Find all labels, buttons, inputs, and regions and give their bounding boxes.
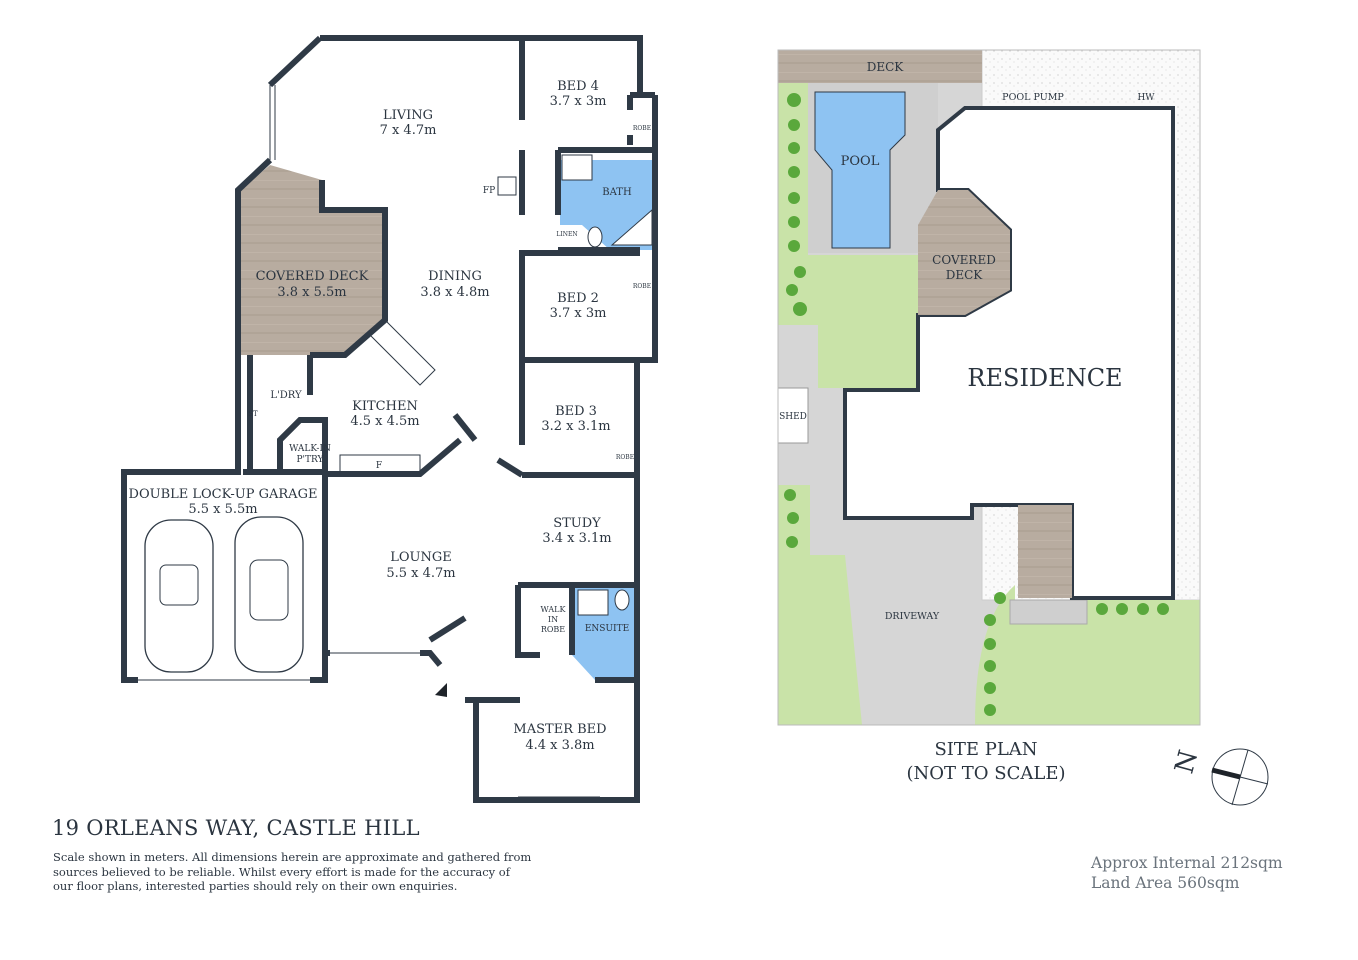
fireplace xyxy=(497,176,517,196)
room-size: 3.8 x 4.8m xyxy=(420,285,489,300)
room-size: 3.4 x 3.1m xyxy=(542,531,611,546)
room-size: 5.5 x 5.5m xyxy=(188,502,257,517)
land-area: Land Area 560sqm xyxy=(1091,874,1240,892)
room-label: DOUBLE LOCK-UP GARAGE xyxy=(129,487,318,502)
lawn xyxy=(778,555,862,725)
room-size: 7 x 4.7m xyxy=(380,123,437,138)
room-label: LIVING xyxy=(383,108,433,123)
room-label: BED 4 xyxy=(557,79,599,94)
shower-icon xyxy=(577,589,609,616)
fireplace-label: FP xyxy=(483,186,495,196)
shrubs xyxy=(784,93,1169,716)
room-label: BED 3 xyxy=(555,404,597,419)
room-label: COVERED DECK xyxy=(256,269,369,284)
pool-pump-label: POOL PUMP xyxy=(1002,92,1064,103)
room-size: 3.7 x 3m xyxy=(550,94,607,109)
room-label: STUDY xyxy=(553,516,601,531)
room-label: P'TRY xyxy=(297,455,325,465)
room-label: WALK xyxy=(541,605,567,614)
lawn xyxy=(1005,600,1200,725)
covered-deck-label: COVERED xyxy=(932,253,996,267)
room-label: DINING xyxy=(428,269,482,284)
north-label: N xyxy=(1170,747,1205,777)
room-size: 4.4 x 3.8m xyxy=(525,738,594,753)
area-summary: Approx Internal 212sqm Land Area 560sqm xyxy=(1091,853,1283,893)
covered-deck-label: DECK xyxy=(946,268,984,282)
shed-label: SHED xyxy=(779,412,807,422)
front-deck xyxy=(1018,505,1072,598)
lawn xyxy=(818,255,918,388)
bathtub xyxy=(610,208,653,246)
disclaimer-text: Scale shown in meters. All dimensions he… xyxy=(53,850,532,894)
internal-area: Approx Internal 212sqm xyxy=(1091,854,1283,872)
shed xyxy=(777,387,809,444)
site-covered-deck xyxy=(918,190,1010,315)
entry-arrow-icon xyxy=(435,683,447,697)
room-label: BATH xyxy=(602,187,632,198)
hot-water-label: HW xyxy=(1137,93,1155,103)
car-icon xyxy=(144,519,214,673)
robe-label: ROBE xyxy=(633,125,651,132)
linen-label: LINEN xyxy=(556,231,577,238)
site-plan-title: SITE PLAN xyxy=(934,739,1037,760)
robe-label: ROBE xyxy=(616,454,634,461)
room-size: 3.8 x 5.5m xyxy=(277,285,346,300)
covered-deck-floor xyxy=(238,165,385,355)
site-plan-subtitle: (NOT TO SCALE) xyxy=(907,763,1066,784)
room-label: ENSUITE xyxy=(585,624,629,634)
pool xyxy=(814,91,906,249)
room-label: WALK-IN xyxy=(289,444,331,454)
storage-label: ST xyxy=(248,410,258,418)
room-label: ROBE xyxy=(541,625,565,634)
toilet-icon xyxy=(614,589,630,611)
toilet-icon xyxy=(587,226,603,248)
room-label: LOUNGE xyxy=(390,550,452,565)
kitchen-bench xyxy=(339,454,421,476)
room-size: 4.5 x 4.5m xyxy=(350,414,419,429)
room-label: IN xyxy=(548,615,558,624)
fridge-label: F xyxy=(376,461,382,471)
kitchen-island xyxy=(369,319,436,386)
car-icon xyxy=(234,516,304,673)
shower-icon xyxy=(561,154,593,181)
pool-label: POOL xyxy=(841,154,880,169)
room-size: 5.5 x 4.7m xyxy=(386,566,455,581)
site-plan: DECK POOL PUMP HW POOL COVERED DECK RESI… xyxy=(777,49,1269,806)
room-label: BED 2 xyxy=(557,291,599,306)
room-size: 3.2 x 3.1m xyxy=(541,419,610,434)
room-size: 3.7 x 3m xyxy=(550,306,607,321)
property-address: 19 ORLEANS WAY, CASTLE HILL xyxy=(52,816,420,840)
driveway-label: DRIVEWAY xyxy=(885,611,940,622)
site-deck xyxy=(778,50,982,83)
robe-label: ROBE xyxy=(633,283,651,290)
north-arrow-icon: N xyxy=(1170,747,1269,806)
room-label: KITCHEN xyxy=(352,399,418,414)
room-label: L'DRY xyxy=(270,390,302,401)
room-label: MASTER BED xyxy=(513,722,606,737)
deck-label: DECK xyxy=(867,60,905,74)
residence-label: RESIDENCE xyxy=(967,364,1122,392)
floor-plan: LIVING 7 x 4.7m BED 4 3.7 x 3m BATH COVE… xyxy=(121,35,658,803)
